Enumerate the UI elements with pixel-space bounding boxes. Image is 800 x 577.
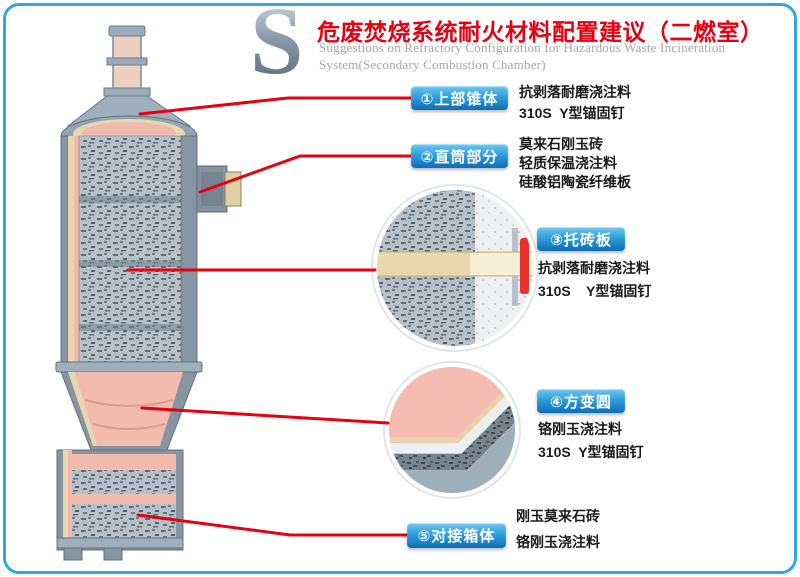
callout-note-1-2: 310S Y型锚固钉 [519, 105, 625, 121]
callout-tag-1: ①上部锥体 [411, 86, 508, 110]
leader-line-1 [138, 96, 413, 116]
page-title: 危废焚烧系统耐火材料配置建议（二燃室） [317, 19, 764, 45]
vessel-flange-ring [55, 361, 203, 373]
callout-note-2-3: 硅酸铝陶瓷纤维板 [519, 174, 631, 190]
vessel-top-stack [103, 25, 151, 97]
page-subtitle-line1: Suggestions on Refractory Configuration … [319, 40, 726, 55]
callout-note-5-1: 刚玉莫来石砖 [516, 508, 600, 524]
callout-leader-lines [126, 96, 413, 537]
leader-line-5 [136, 513, 409, 537]
vessel-side-port [196, 165, 242, 213]
callout-tag-2: ②直筒部分 [411, 144, 508, 168]
detail-circle-square-to-round [383, 361, 521, 499]
callout-note-4-2: 310S Y型锚固钉 [538, 444, 644, 460]
vessel-shell [60, 135, 198, 365]
callout-tag-3: ③托砖板 [537, 227, 625, 251]
page-subtitle-line2: System(Secondary Combustion Chamber) [319, 57, 546, 72]
vessel-lower-cone [60, 371, 198, 451]
brand-letter-s: S [250, 0, 304, 94]
vessel-illustration [55, 25, 242, 561]
callout-tag-5: ⑤对接箱体 [407, 523, 506, 548]
callout-note-5-2: 铬刚玉浇注料 [516, 534, 600, 550]
callout-note-3-1: 抗剥落耐磨浇注料 [538, 260, 650, 276]
callout-tag-4: ④方变圆 [537, 389, 625, 413]
detail-circle-brick-plate [371, 184, 539, 352]
callout-note-2-1: 莫来石刚玉砖 [519, 136, 603, 152]
leader-line-4 [140, 406, 390, 425]
vessel-bottom-box [56, 449, 184, 561]
callout-note-2-2: 轻质保温浇注料 [519, 155, 617, 171]
callout-note-1-1: 抗剥落耐磨浇注料 [519, 84, 631, 100]
leader-line-2 [198, 154, 413, 194]
callout-note-4-1: 铬刚玉浇注料 [538, 421, 622, 437]
callout-note-3-2: 310S Y型锚固钉 [538, 283, 652, 299]
